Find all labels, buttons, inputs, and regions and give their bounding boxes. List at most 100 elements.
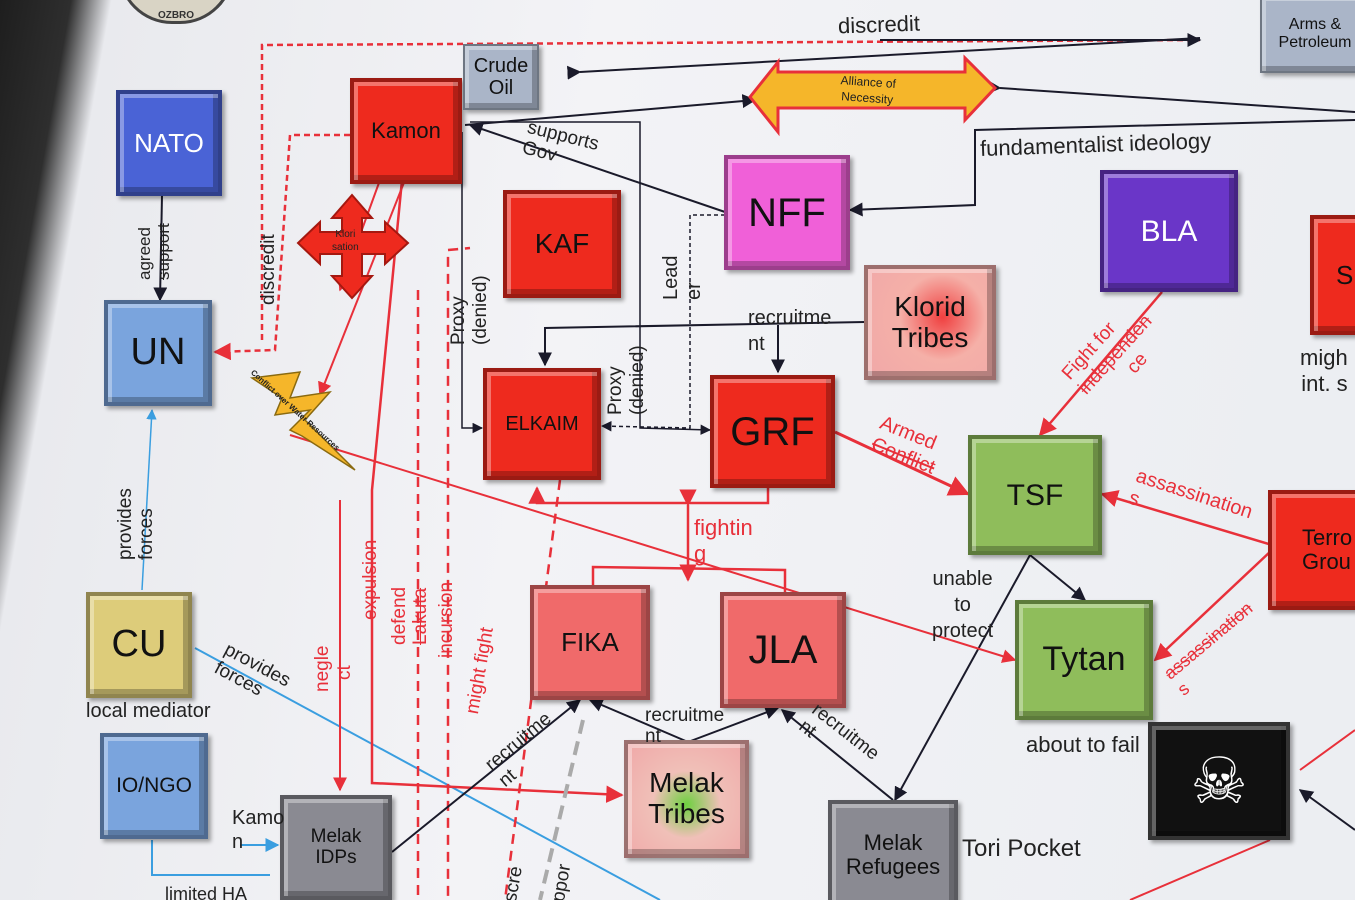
node-bla[interactable]: BLA — [1100, 170, 1238, 292]
edge-bla-tsf — [1038, 291, 1163, 437]
label-defend-lakuta: defend Lakuta — [389, 587, 432, 645]
edge-fighting — [528, 486, 770, 505]
lakuta-text: Lakuta — [409, 587, 431, 645]
edge-refugees-jla — [780, 709, 894, 801]
node-un[interactable]: UN — [104, 300, 212, 406]
label-about-to-fail: about to fail — [1026, 732, 1140, 758]
node-right-partial[interactable]: S — [1310, 215, 1355, 335]
recruit-top-text-2: nt — [748, 333, 765, 355]
kamon-label: Kamon — [371, 117, 441, 143]
about-to-fail-text: about to fail — [1026, 732, 1140, 757]
edge-recruit-top — [538, 321, 866, 367]
edge-alliance-right — [986, 80, 1355, 113]
edge-proxy-2 — [470, 121, 712, 435]
skull-crossbones-icon: ☠ — [1190, 745, 1248, 817]
terror-label-2: Grou — [1302, 549, 1351, 574]
edge-nato-un — [153, 194, 168, 302]
discredit-top-text: discredit — [837, 10, 921, 39]
leader-text-1: Lead — [660, 255, 682, 301]
grf-label: GRF — [730, 409, 815, 454]
arms-label-2: Petroleum — [1278, 34, 1352, 51]
tsf-label: TSF — [1006, 478, 1064, 512]
node-kamon[interactable]: Kamon — [350, 78, 462, 184]
node-elkaim[interactable]: ELKAIM — [483, 368, 601, 480]
label-proxy-denied-1: Proxy (denied) — [448, 275, 492, 345]
label-leader: Lead er — [660, 256, 706, 301]
elkaim-label: ELKAIM — [505, 413, 579, 435]
kloridisation-shape — [296, 193, 410, 300]
might-text-1: migh — [1300, 345, 1348, 370]
label-fighting: fightin g — [694, 515, 753, 568]
edge-cu-un — [141, 408, 157, 591]
kloridisation-label: Klori sation — [332, 228, 359, 254]
edge-incursion — [446, 246, 471, 900]
proxy-2-text: Proxy — [605, 366, 626, 415]
edge-ingo-idps — [151, 840, 278, 876]
neglect-text-1: negle — [312, 645, 333, 693]
crude-oil-label-1: Crude — [473, 55, 529, 77]
edge-cu-forces — [194, 647, 661, 900]
kloridisation-text-2: sation — [332, 242, 359, 253]
label-limited-ha: limited HA — [165, 884, 247, 900]
edge-bottom-right — [1129, 729, 1355, 900]
jla-label: JLA — [748, 628, 818, 672]
edge-water-tytan — [289, 434, 1017, 663]
klorid-tribes-label-2: Tribes — [891, 321, 969, 353]
kamon-small-text-2: n — [232, 831, 244, 853]
label-might: migh int. s — [1300, 345, 1348, 398]
tytan-label: Tytan — [1042, 640, 1126, 679]
edge-discredit-un — [213, 133, 350, 361]
label-discredit-top: discredit — [838, 11, 921, 40]
node-skull[interactable]: ☠ — [1148, 722, 1290, 840]
node-fika[interactable]: FIKA — [530, 585, 650, 700]
local-mediator-text: local mediator — [86, 700, 211, 722]
label-unable-protect: unable to protect — [932, 566, 993, 644]
edge-grf-tsf — [834, 430, 970, 496]
fighting-text-2: g — [694, 541, 707, 567]
recruit-mid-text-1: recruitme — [645, 705, 725, 726]
node-kaf[interactable]: KAF — [503, 190, 621, 298]
unable-text-3: protect — [932, 620, 994, 642]
klorid-tribes-label-1: Klorid — [894, 290, 966, 322]
node-nff[interactable]: NFF — [724, 155, 850, 270]
io-ngo-label: IO/NGO — [116, 774, 192, 798]
edge-terror-tytan — [1153, 549, 1273, 662]
node-jla[interactable]: JLA — [720, 592, 846, 708]
node-arms-petroleum[interactable]: Arms &Petroleum — [1260, 0, 1355, 73]
label-proxy-denied-2: Proxy (denied) — [605, 345, 649, 415]
edge-nff-kamon — [468, 122, 726, 213]
unable-text-1: unable — [932, 568, 993, 590]
denied-1-text: (denied) — [469, 275, 491, 345]
edge-expulsion — [370, 179, 624, 803]
node-tsf[interactable]: TSF — [968, 435, 1102, 555]
edge-tsf-refugees — [894, 554, 1031, 802]
melak-refugees-label-1: Melak — [863, 829, 923, 855]
node-cu[interactable]: CU — [86, 592, 192, 698]
discredit-left-text: discredit — [258, 234, 279, 305]
node-grf[interactable]: GRF — [710, 375, 835, 488]
node-io-ngo[interactable]: IO/NGO — [100, 733, 208, 839]
node-nato[interactable]: NATO — [116, 90, 222, 196]
edge-tribes-fika — [588, 698, 689, 743]
cu-label: CU — [111, 623, 167, 666]
edge-leader — [600, 214, 725, 432]
melak-refugees-label-2: Refugees — [845, 854, 941, 879]
un-label: UN — [130, 331, 186, 374]
water-conflict-lightning — [249, 371, 356, 471]
node-tytan[interactable]: Tytan — [1015, 600, 1153, 720]
tori-pocket-text: Tori Pocket — [962, 835, 1081, 862]
arms-label-1: Arms & — [1288, 16, 1342, 34]
edge-skull-right — [1298, 789, 1355, 831]
might-text-2: int. s — [1301, 371, 1348, 397]
incursion-text: incursion — [436, 581, 457, 658]
provides-un-text-1: provides — [115, 488, 136, 560]
terror-label-1: Terro — [1302, 524, 1353, 550]
